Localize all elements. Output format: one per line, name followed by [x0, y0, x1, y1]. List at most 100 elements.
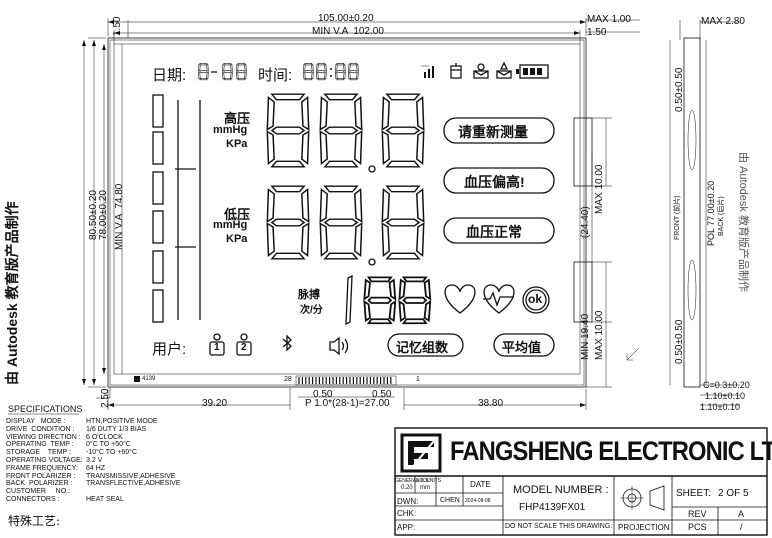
company-name: FANGSHENG ELECTRONIC LTD [450, 436, 772, 466]
msg-text-1: 请重新测量 [458, 124, 528, 140]
corner-mark-label: 4139 [142, 376, 156, 382]
specs-heading: SPECIFICATIONS [8, 404, 83, 414]
spec-key: FRONT POLARIZER : [6, 472, 76, 480]
spec-key: CUSTOMER NO.: [6, 488, 71, 496]
spec-row: FRAME FREQUENCY: 64 HZ [6, 465, 105, 472]
dim-pin-gap-a: 0.50 [313, 389, 333, 400]
spec-key: DISPLAY MODE : [6, 418, 66, 425]
spec-value: 3.2 V [86, 457, 103, 464]
dim-tab-a: (24.40) [580, 206, 591, 238]
chk-label: CHK: [397, 509, 417, 518]
glass-edge [109, 39, 585, 386]
spec-key: VIEWING DIRECTION : [6, 433, 81, 441]
dim-pol: POL 77.00±0.20 [706, 180, 716, 246]
dim-overall-width: 105.00±0.20 [318, 13, 374, 24]
spec-row: DISPLAY MODE : HTN,POSITIVE MODE [6, 418, 158, 425]
spec-key: STORAGE TEMP : [6, 449, 71, 457]
msg-pill-1 [443, 117, 555, 144]
spec-key: DRIVE CONDITION : [6, 425, 75, 433]
msg-pill-2 [443, 167, 555, 194]
sheet-value: 2 OF 5 [718, 488, 749, 499]
title-block-lines [394, 427, 768, 536]
alarm-mail-icon [496, 61, 512, 79]
model-label: MODEL NUMBER : [513, 484, 609, 496]
spec-key: BACK POLARIZER : [6, 480, 73, 488]
no-scale-note: DO NOT SCALE THIS DRAWING. [505, 523, 613, 530]
dim-pin-left: 39.20 [202, 398, 228, 409]
date-label: 日期: [152, 67, 187, 84]
user-2-number: 2 [241, 342, 247, 353]
spec-key: OPERATING TEMP : [6, 441, 74, 449]
spec-value: 6 O'CLOCK [86, 433, 123, 441]
spec-row: DRIVE CONDITION : 1/6 DUTY 1/3 BIAS [6, 426, 146, 433]
dwn-date: 2024-08-08 [465, 498, 491, 504]
spec-row: BACK POLARIZER : TRANSFLECTIVE,ADHESIVE [6, 480, 181, 487]
orientation-arrow-icon [626, 347, 640, 361]
spec-value: 1/6 DUTY 1/3 BIAS [86, 425, 147, 433]
spec-row: STORAGE TEMP :-10°C TO +60°C [6, 449, 137, 456]
dim-tab-min: MIN 19.40 [580, 313, 591, 360]
autodesk-watermark-right: 由 Autodesk 教育版产品制作 [737, 152, 749, 292]
general-tol-label: GENERAL TOL [395, 478, 430, 484]
low-unit-mmhg: mmHg [213, 219, 248, 231]
spec-value: TRANSFLECTIVE,ADHESIVE [86, 480, 181, 488]
spec-row: OPERATING VOLTAGE:3.2 V [6, 457, 102, 464]
low-unit-kpa: KPa [226, 233, 248, 245]
cuff-icon [450, 63, 462, 79]
rev-label: REV [688, 509, 707, 519]
ok-icon-ring [522, 286, 550, 314]
memory-label: 记忆组数 [396, 340, 449, 355]
heartbeat-icon [483, 284, 515, 314]
heart-icon [444, 284, 476, 314]
user-2-icon [236, 333, 252, 356]
company-logo-icon [400, 433, 442, 473]
spec-value: 0°C TO +50°C [86, 441, 131, 449]
bluetooth-icon [282, 334, 292, 352]
projection-symbol-icon [620, 485, 665, 511]
person-mail-icon [473, 63, 489, 79]
dim-right-top-margin: 1.50 [587, 27, 607, 38]
dim-tab-max-b: MAX 10.00 [594, 310, 605, 360]
spec-value: HEAT SEAL [86, 496, 124, 503]
spec-row: VIEWING DIRECTION : 6 O'CLOCK [6, 434, 123, 441]
date-header: DATE [470, 480, 491, 489]
msg-text-3: 血压正常 [466, 224, 522, 240]
systolic-digits [266, 93, 425, 173]
all-units-value: mm [420, 485, 430, 491]
lcd-viewing-area [113, 43, 581, 375]
user-1-icon [209, 333, 225, 356]
battery-icon [516, 64, 549, 79]
dim-tab-max-a: MAX 10.00 [594, 164, 605, 214]
spec-key: OPERATING VOLTAGE: [6, 457, 83, 464]
dim-outline-height: 78.00±0.20 [98, 190, 109, 240]
projection-label: PROJECTION [618, 523, 670, 532]
spec-row: FRONT POLARIZER : TRANSMISSIVE,ADHESIVE [6, 473, 175, 480]
dim-max-thickness-left: MAX 1.00 [587, 14, 631, 25]
spec-value: TRANSMISSIVE,ADHESIVE [86, 472, 176, 480]
user-1-number: 1 [214, 342, 220, 353]
spec-key: FRAME FREQUENCY: [6, 464, 78, 472]
time-label: 时间: [258, 67, 293, 84]
spec-key: CONNECTORS : [6, 496, 60, 503]
diastolic-digits [266, 185, 425, 266]
pin-strip [295, 375, 397, 386]
spec-row: CONNECTORS : HEAT SEAL [6, 496, 124, 503]
bar-graph [152, 94, 201, 323]
dim-max-thickness: MAX 2.80 [701, 16, 745, 27]
time-digits-segments [303, 63, 359, 81]
spec-value: HTN,POSITIVE MODE [86, 418, 158, 425]
rev-value: A [738, 509, 745, 519]
date-digits-segments [198, 63, 247, 81]
all-units-label: ALL UNITS [416, 478, 442, 484]
dim-side-bottom: 0.50±0.50 [674, 319, 685, 364]
msg-pill-3 [443, 217, 555, 244]
signal-icon [421, 65, 434, 78]
high-unit-kpa: KPa [226, 138, 248, 150]
dim-va-height: MIN V.A 74.80 [114, 183, 125, 250]
pin-1-label: 1 [416, 376, 420, 383]
pcs-value: / [740, 522, 743, 532]
spec-value: 64 HZ [86, 464, 106, 472]
pin-ticks [298, 377, 392, 384]
model-value: FHP4139FX01 [519, 502, 586, 513]
